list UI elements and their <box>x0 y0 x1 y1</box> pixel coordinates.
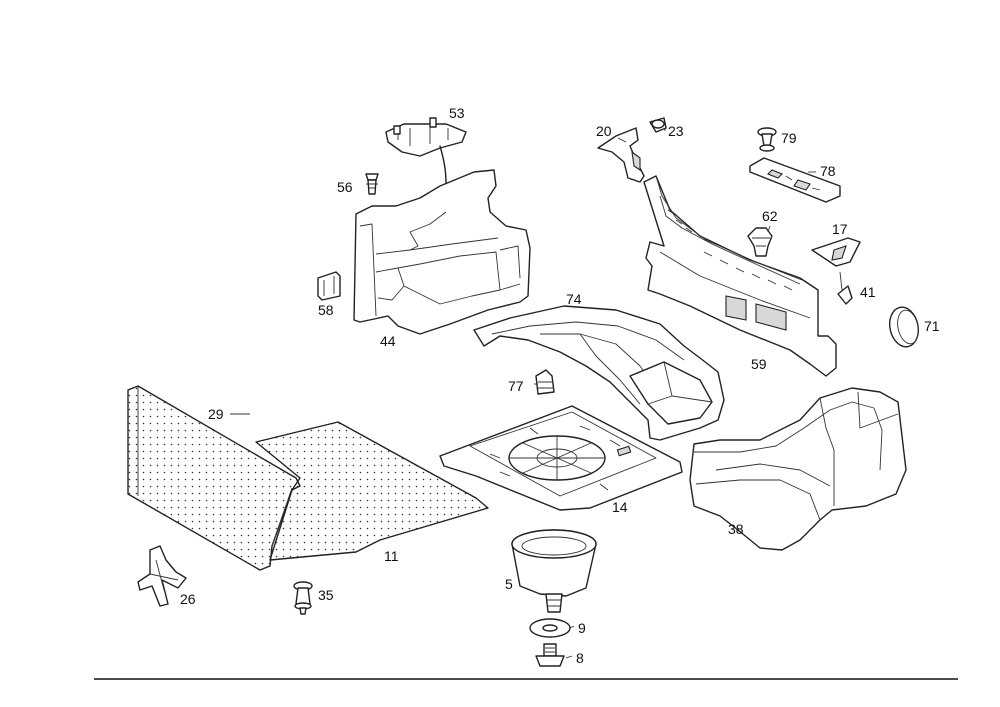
callout-41: 41 <box>860 284 876 300</box>
part-53-bracket <box>385 117 467 185</box>
part-23-grommet <box>649 117 667 133</box>
part-41-clip <box>837 285 853 305</box>
part-71-cap <box>888 306 920 348</box>
callout-53: 53 <box>449 105 465 121</box>
callout-14: 14 <box>612 499 628 515</box>
part-14-wheel-well <box>439 405 683 511</box>
callout-58: 58 <box>318 302 334 318</box>
part-5-tank <box>511 529 597 613</box>
callout-56: 56 <box>337 179 353 195</box>
callout-labels: 53 56 58 44 20 23 79 78 62 17 41 71 59 7… <box>180 105 940 666</box>
callout-71: 71 <box>924 318 940 334</box>
callout-78: 78 <box>820 163 836 179</box>
part-29-dotted-panel <box>127 385 301 571</box>
part-11-floor-mat <box>255 421 489 561</box>
part-35-clip <box>293 581 313 615</box>
part-8-screw <box>535 643 565 667</box>
part-62-fastener <box>747 227 773 257</box>
part-58-clip <box>317 271 341 301</box>
callout-38: 38 <box>728 521 744 537</box>
callout-35: 35 <box>318 587 334 603</box>
part-74-cross-panel <box>473 305 725 441</box>
callout-59: 59 <box>751 356 767 372</box>
callout-9: 9 <box>578 620 586 636</box>
callout-77: 77 <box>508 378 524 394</box>
callout-17: 17 <box>832 221 848 237</box>
part-56-clip <box>365 173 379 195</box>
part-26-fan <box>137 545 187 607</box>
part-17-bracket <box>811 237 861 267</box>
leader-lines <box>230 129 843 659</box>
callout-5: 5 <box>505 576 513 592</box>
callout-11: 11 <box>384 548 399 564</box>
callout-20: 20 <box>596 123 612 139</box>
part-77-clip <box>535 369 555 395</box>
part-38-right-trim <box>689 387 907 551</box>
part-9-washer <box>529 618 571 638</box>
part-59-rear-panel <box>643 175 837 377</box>
callout-8: 8 <box>576 650 584 666</box>
part-78-strip <box>749 157 841 203</box>
part-20-bracket <box>597 127 645 183</box>
callout-79: 79 <box>781 130 797 146</box>
part-44-side-trim <box>353 169 531 335</box>
callout-44: 44 <box>380 333 396 349</box>
part-79-rivet <box>757 127 777 152</box>
callout-29: 29 <box>208 406 224 422</box>
callout-74: 74 <box>566 291 582 307</box>
callout-23: 23 <box>668 123 684 139</box>
callout-26: 26 <box>180 591 196 607</box>
callout-62: 62 <box>762 208 778 224</box>
